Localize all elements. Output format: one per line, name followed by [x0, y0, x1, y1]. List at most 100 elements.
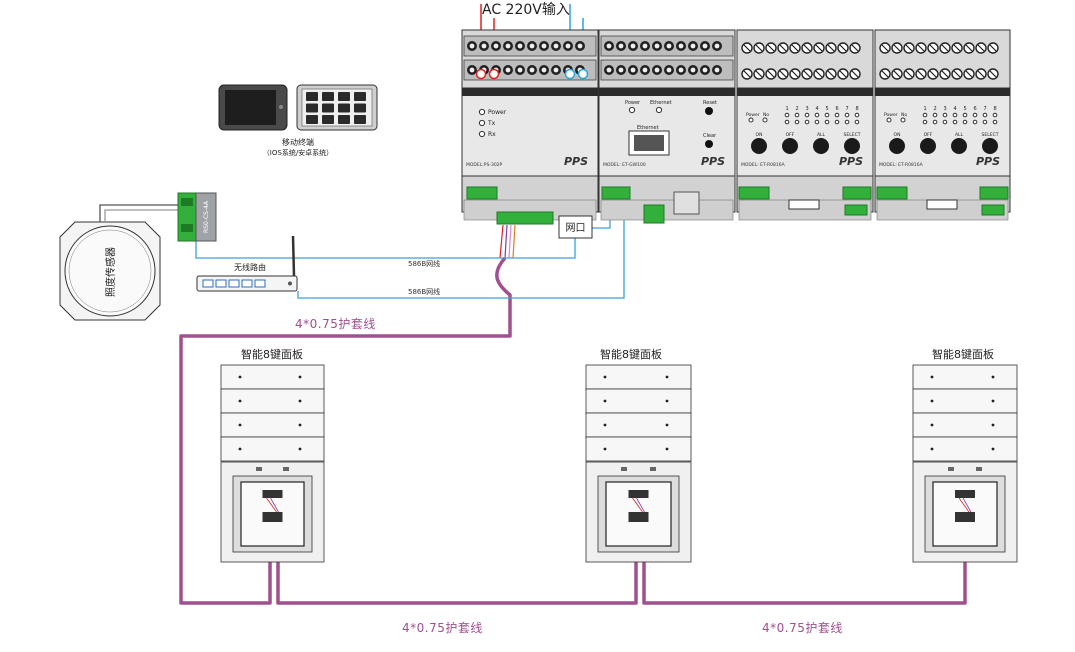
- relay-button-select[interactable]: [982, 138, 998, 154]
- key-dot: [298, 375, 302, 379]
- panel-key[interactable]: [585, 388, 692, 414]
- key-dot: [298, 447, 302, 451]
- terminal-screw-slot: [803, 44, 811, 52]
- relay-button-all[interactable]: [813, 138, 829, 154]
- no-label: No: [763, 112, 769, 118]
- relay-button-label: ON: [894, 132, 901, 138]
- data-socket: [926, 199, 958, 210]
- terminal-screw-slot: [851, 70, 859, 78]
- terminal-screw-slot: [953, 70, 961, 78]
- panel-connector: [955, 512, 975, 522]
- key-dot: [665, 447, 669, 451]
- tablet-icon: [338, 115, 350, 124]
- tablet-icon: [322, 103, 334, 113]
- reset-button[interactable]: [705, 107, 713, 115]
- channel-number: 7: [984, 106, 987, 112]
- mobile-terminal-label: 移动终端: [282, 137, 314, 147]
- channel-number: 1: [924, 106, 927, 112]
- channel-led: [804, 112, 810, 118]
- terminal-screw-slot: [989, 44, 997, 52]
- terminal-screw-head: [565, 43, 571, 49]
- channel-led: [824, 112, 830, 118]
- terminal-screw-head: [553, 67, 559, 73]
- channel-number: 8: [994, 106, 997, 112]
- module-model: MODEL: ET-GW100: [603, 162, 646, 168]
- button-label: Clear: [703, 133, 717, 139]
- channel-number: 6: [974, 106, 977, 112]
- channel-led: [844, 112, 850, 118]
- module-stripe: [875, 88, 1010, 96]
- relay-button-off[interactable]: [782, 138, 798, 154]
- relay-button-label: SELECT: [982, 132, 999, 138]
- key-dot: [603, 375, 607, 379]
- panel-key[interactable]: [585, 436, 692, 462]
- channel-number: 4: [816, 106, 819, 112]
- panel-clip: [976, 467, 982, 471]
- terminal-screw-slot: [827, 70, 835, 78]
- terminal-screw-slot: [881, 70, 889, 78]
- relay-button-on[interactable]: [889, 138, 905, 154]
- panel-key[interactable]: [912, 364, 1018, 390]
- wireless-router: [196, 235, 298, 292]
- terminal-screw-slot: [803, 70, 811, 78]
- panel-wire: [270, 497, 279, 513]
- panel-title: 智能8键面板: [932, 347, 994, 361]
- channel-led: [922, 119, 928, 125]
- led-indicator: [478, 130, 486, 138]
- relay-button-select[interactable]: [844, 138, 860, 154]
- green-terminal: [842, 186, 872, 200]
- terminal-screw-slot: [905, 44, 913, 52]
- terminal-screw-head: [481, 43, 487, 49]
- green-terminal: [643, 204, 665, 224]
- terminal-screw-head: [690, 43, 696, 49]
- module-foot: [600, 199, 734, 221]
- key-dot: [665, 423, 669, 427]
- led-label: Power: [488, 109, 507, 116]
- panel-key[interactable]: [912, 412, 1018, 438]
- network-cable-label: 586B网线: [408, 287, 440, 296]
- led-indicator: [655, 106, 663, 114]
- panel-key[interactable]: [220, 412, 325, 438]
- led-indicator: [628, 106, 636, 114]
- terminal-screw-slot: [767, 44, 775, 52]
- power-label: Power: [884, 112, 898, 118]
- panel-key[interactable]: [912, 436, 1018, 462]
- clear-button[interactable]: [705, 140, 713, 148]
- channel-number: 5: [826, 106, 829, 112]
- panel-key[interactable]: [220, 436, 325, 462]
- terminal-screw-head: [517, 67, 523, 73]
- green-terminal: [876, 186, 908, 200]
- panel-key[interactable]: [220, 388, 325, 414]
- module-brand: PPS: [976, 155, 1000, 168]
- panel-connector: [628, 490, 649, 498]
- relay-button-label: ALL: [955, 132, 964, 138]
- channel-led: [804, 119, 810, 125]
- panel-key[interactable]: [912, 388, 1018, 414]
- relay-button-on[interactable]: [751, 138, 767, 154]
- led-label: Ethernet: [650, 100, 672, 106]
- channel-led: [972, 119, 978, 125]
- module-stripe: [599, 88, 735, 96]
- green-terminal: [979, 186, 1009, 200]
- panel-key[interactable]: [220, 364, 325, 390]
- relay-button-all[interactable]: [951, 138, 967, 154]
- terminal-screw-slot: [839, 70, 847, 78]
- key-dot: [930, 447, 934, 451]
- network-port-label: 网口: [566, 222, 586, 234]
- terminal-screw-slot: [929, 70, 937, 78]
- panel-key[interactable]: [585, 412, 692, 438]
- channel-led: [982, 119, 988, 125]
- panel-key[interactable]: [585, 364, 692, 390]
- key-dot: [930, 375, 934, 379]
- terminal-screw-slot: [917, 44, 925, 52]
- terminal-screw-head: [642, 67, 648, 73]
- relay-button-off[interactable]: [920, 138, 936, 154]
- led-indicator: [886, 117, 892, 123]
- terminal-screw-head: [577, 43, 583, 49]
- channel-number: 7: [846, 106, 849, 112]
- terminal-screw-slot: [827, 44, 835, 52]
- terminal-screw-head: [630, 43, 636, 49]
- network-cable-label: 586B网线: [408, 259, 440, 268]
